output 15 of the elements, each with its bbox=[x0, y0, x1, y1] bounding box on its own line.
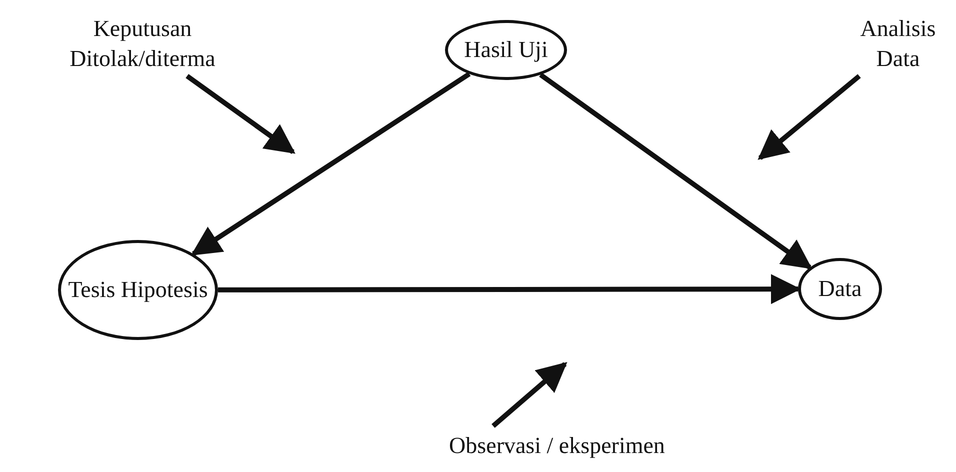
ellipse-node bbox=[798, 258, 882, 320]
pointer-arrow bbox=[492, 362, 568, 428]
arrow bbox=[190, 72, 471, 256]
node-label: Analisis Data bbox=[859, 15, 937, 73]
node-label: Observasi / eksperimen bbox=[449, 432, 665, 460]
node-label: Tesis Hipotesis bbox=[68, 276, 208, 304]
node-label: Keputusan Ditolak/diterma bbox=[68, 15, 216, 73]
node-label: Hasil Uji bbox=[464, 36, 548, 64]
arrow bbox=[218, 274, 801, 304]
arrow bbox=[539, 72, 812, 270]
ellipse-node bbox=[58, 240, 218, 340]
pointer-arrow bbox=[186, 74, 296, 154]
ellipse-node bbox=[445, 20, 567, 80]
node-label: Data bbox=[818, 275, 862, 303]
pointer-arrow bbox=[758, 74, 861, 160]
